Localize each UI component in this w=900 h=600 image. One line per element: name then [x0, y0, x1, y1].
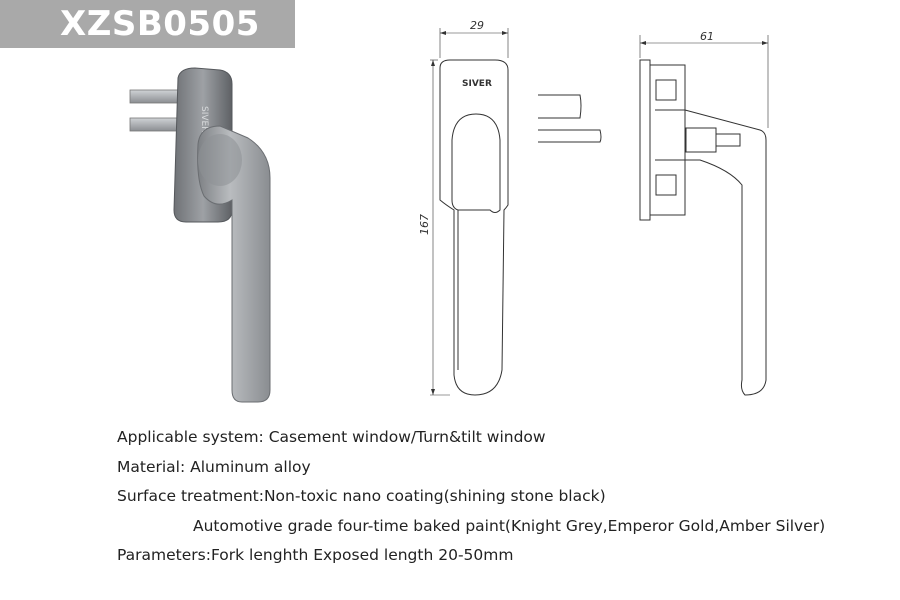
product-code: XZSB0505	[60, 4, 260, 44]
handle-photo: SIVER	[129, 67, 271, 403]
spec-applicable-system: Applicable system: Casement window/Turn&…	[117, 428, 546, 446]
dim-width: 29	[470, 19, 484, 32]
front-view-lever	[451, 113, 501, 213]
brand-mark-photo: SIVER	[199, 106, 209, 132]
fork-prong-bottom	[129, 117, 181, 132]
spec-material: Material: Aluminum alloy	[117, 457, 311, 476]
brand-mark-drawing: SIVER	[462, 79, 492, 89]
handle-lever	[197, 125, 271, 403]
dim-depth: 61	[700, 30, 714, 43]
specification-list: Applicable system: Casement window/Turn&…	[117, 425, 887, 573]
technical-drawing: 29 167 SIVER 61	[418, 19, 769, 396]
fork-prong-top	[129, 89, 181, 104]
side-view	[538, 35, 769, 396]
product-code-badge: XZSB0505	[0, 0, 295, 48]
spec-surface-treatment-paint: Automotive grade four-time baked paint(K…	[193, 516, 826, 535]
spec-parameters: Parameters:Fork lenghth Exposed length 2…	[117, 546, 514, 564]
dim-height: 167	[418, 214, 431, 235]
spec-surface-treatment: Surface treatment:Non-toxic nano coating…	[117, 487, 606, 505]
front-view-outline	[439, 59, 509, 396]
